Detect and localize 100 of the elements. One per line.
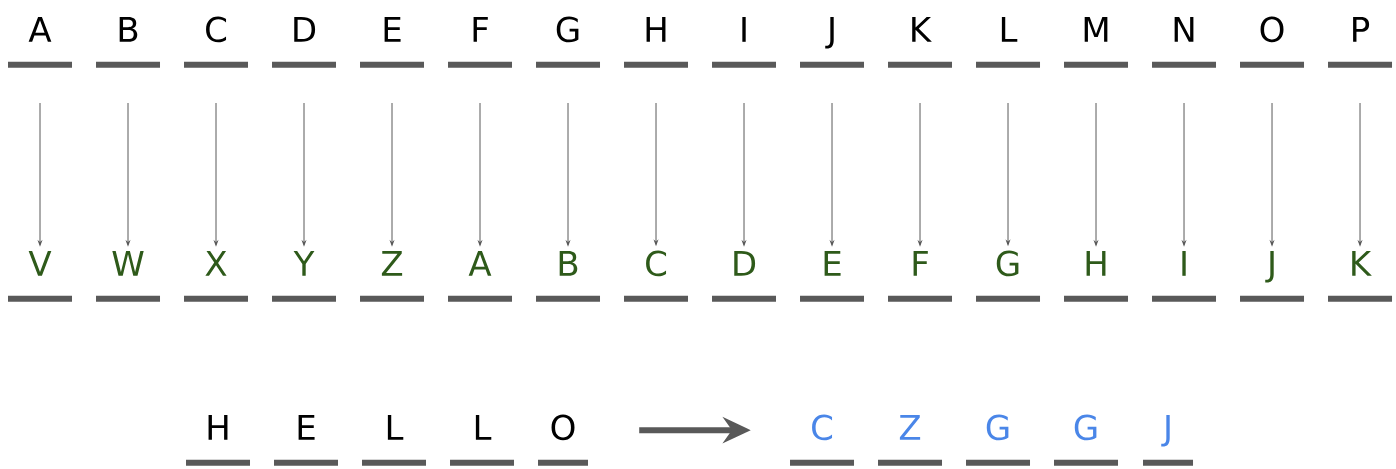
letter-slot: O [1240,16,1304,68]
node-label: E [298,415,315,440]
arrow [654,102,658,246]
arrow [214,102,218,246]
node-label: C [206,16,227,43]
letter-slot: J [1240,251,1304,302]
letter-slot: B [536,251,600,302]
letter-slot: G [1054,414,1118,466]
node-label: E [384,17,401,42]
letter-slot: C [184,16,248,68]
arrow [1006,102,1010,246]
arrow [478,102,482,246]
arrow [38,102,42,246]
arrow [566,102,570,246]
node-label: O [1260,16,1284,43]
node-label: J [1161,415,1170,447]
letter-slot: E [800,251,864,302]
node-label: J [825,17,834,49]
letter-slot: K [888,17,952,68]
letter-slot: F [888,251,952,302]
letter-slot: G [976,250,1040,302]
letter-slot: E [274,415,338,466]
node-label: K [1352,251,1372,276]
letter-slot: C [624,250,688,302]
node-label: A [468,251,492,276]
letter-slot: H [624,17,688,68]
node-label: B [559,251,578,276]
node-label: O [551,414,575,441]
letter-slot: D [712,251,776,302]
letter-slot: K [1328,251,1392,302]
letter-slot: B [96,17,160,68]
node-label: G [556,16,579,43]
letter-slot: Y [272,251,336,302]
letter-slot: I [712,17,776,68]
node-label: D [734,251,756,276]
letter-slot: V [8,251,72,302]
node-label: K [912,17,932,42]
node-label: N [1174,17,1194,42]
arrow [1182,102,1186,246]
node-label: Z [381,251,403,276]
node-label: I [1182,251,1186,276]
node-label: C [646,250,667,277]
node-label: C [812,414,833,441]
letter-slot: L [450,415,514,466]
arrow [390,102,394,246]
letter-slot: F [448,17,512,68]
letter-slot: J [800,17,864,68]
arrow [830,102,834,246]
node-label: X [205,251,227,276]
node-label: L [387,415,404,440]
arrow [126,102,130,246]
node-label: G [986,414,1009,441]
node-label: P [1353,17,1370,42]
node-label: I [742,17,746,42]
node-label: E [824,251,841,276]
letter-slot: Z [360,251,424,302]
node-label: M [1084,17,1108,42]
letter-slot: I [1152,251,1216,302]
node-label: F [913,251,928,276]
letter-slot: O [538,414,588,466]
letter-slot: L [362,415,426,466]
letter-slot: G [536,16,600,68]
arrow [918,102,922,246]
letter-slot: W [96,251,160,302]
letter-slot: L [976,17,1040,68]
node-label: F [473,17,488,42]
arrow [1094,102,1098,246]
letter-slot: J [1143,415,1193,466]
node-label: D [294,17,316,42]
node-label: W [112,251,144,276]
letter-slot: H [186,415,250,466]
letter-slot: P [1328,17,1392,68]
letter-slot: D [272,17,336,68]
letter-slot: E [360,17,424,68]
node-label: A [28,17,52,42]
arrow [742,102,746,246]
node-label: L [1001,17,1018,42]
node-label: L [475,415,492,440]
letter-slot: H [1064,251,1128,302]
letter-slot: C [790,414,854,466]
arrow [1270,102,1274,246]
node-label: H [646,17,666,42]
node-label: Z [899,415,921,440]
node-label: B [119,17,138,42]
letter-slot: A [8,17,72,68]
node-label: J [1265,251,1274,283]
node-label: G [996,250,1019,277]
letter-slot: G [966,414,1030,466]
letter-slot: N [1152,17,1216,68]
arrow [302,102,306,246]
arrow [1358,102,1362,246]
letter-slot: M [1064,17,1128,68]
letter-slot: X [184,251,248,302]
letter-slot: A [448,251,512,302]
node-label: H [1086,251,1106,276]
node-label: G [1074,414,1097,441]
node-label: H [208,415,228,440]
letter-slot: Z [878,415,942,466]
node-label: V [28,251,52,276]
node-label: Y [293,251,315,276]
